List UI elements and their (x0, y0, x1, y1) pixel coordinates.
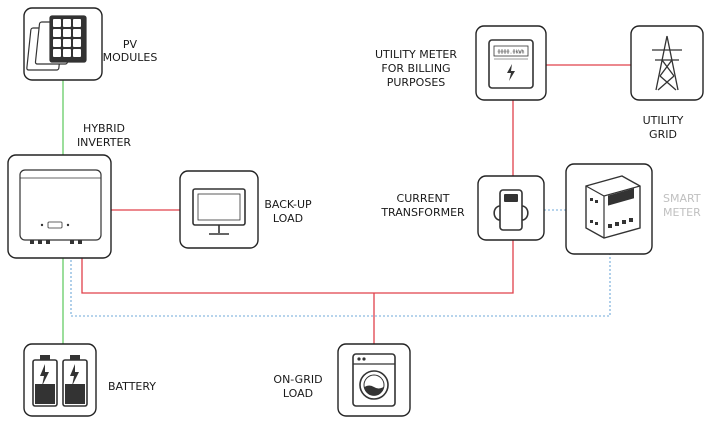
backup-load-node: BACK-UP LOAD (179, 170, 312, 249)
grid-label-line2: GRID (649, 128, 677, 141)
monitor-icon (192, 188, 246, 235)
utility-grid-box (630, 25, 704, 101)
current-transformer-icon (493, 189, 529, 231)
grid-label-line1: UTILITY (643, 114, 684, 127)
meter-label-line3: PURPOSES (387, 76, 446, 89)
battery-label: BATTERY (108, 380, 156, 393)
battery-icon (32, 355, 88, 407)
inverter-label-line2: INVERTER (77, 136, 131, 149)
pv-modules-node: PV MODULES (23, 7, 158, 81)
inverter-icon (19, 169, 102, 244)
meter-label-line2: FOR BILLING (381, 62, 450, 75)
backup-label-line2: LOAD (273, 212, 303, 225)
ct-label-line1: CURRENT (397, 192, 450, 205)
meter-label-line1: UTILITY METER (375, 48, 457, 61)
utility-meter-icon: 0000.0kWh (488, 39, 534, 89)
pv-label-line1: PV (123, 38, 138, 51)
ongrid-label-line2: LOAD (283, 387, 313, 400)
utility-meter-node: UTILITY METER FOR BILLING PURPOSES 0000.… (375, 25, 547, 101)
smart-meter-label-line2: METER (663, 206, 701, 219)
utility-grid-node: UTILITY GRID (630, 25, 704, 141)
current-transformer-node: CURRENT TRANSFORMER (380, 175, 545, 241)
smart-meter-label-line1: SMART (663, 192, 701, 205)
ongrid-load-node: ON-GRID LOAD (273, 343, 411, 417)
washing-machine-icon (352, 353, 396, 407)
backup-label-line1: BACK-UP (264, 198, 312, 211)
transmission-tower-icon (652, 35, 682, 91)
solar-panel-icon (26, 15, 87, 71)
din-rail-meter-icon (585, 175, 641, 239)
pv-label-line2: MODULES (103, 51, 158, 64)
connection-lines (62, 64, 631, 344)
comm-line (70, 240, 611, 317)
ac-bus-line (81, 240, 514, 294)
battery-node: BATTERY (23, 343, 156, 417)
hybrid-inverter-node: HYBRID INVERTER (7, 122, 131, 259)
inverter-label-line1: HYBRID (83, 122, 125, 135)
ongrid-label-line1: ON-GRID (273, 373, 322, 386)
smart-meter-node: SMART METER (565, 163, 701, 255)
meter-display-text: 0000.0kWh (497, 50, 524, 56)
ct-label-line2: TRANSFORMER (380, 206, 465, 219)
